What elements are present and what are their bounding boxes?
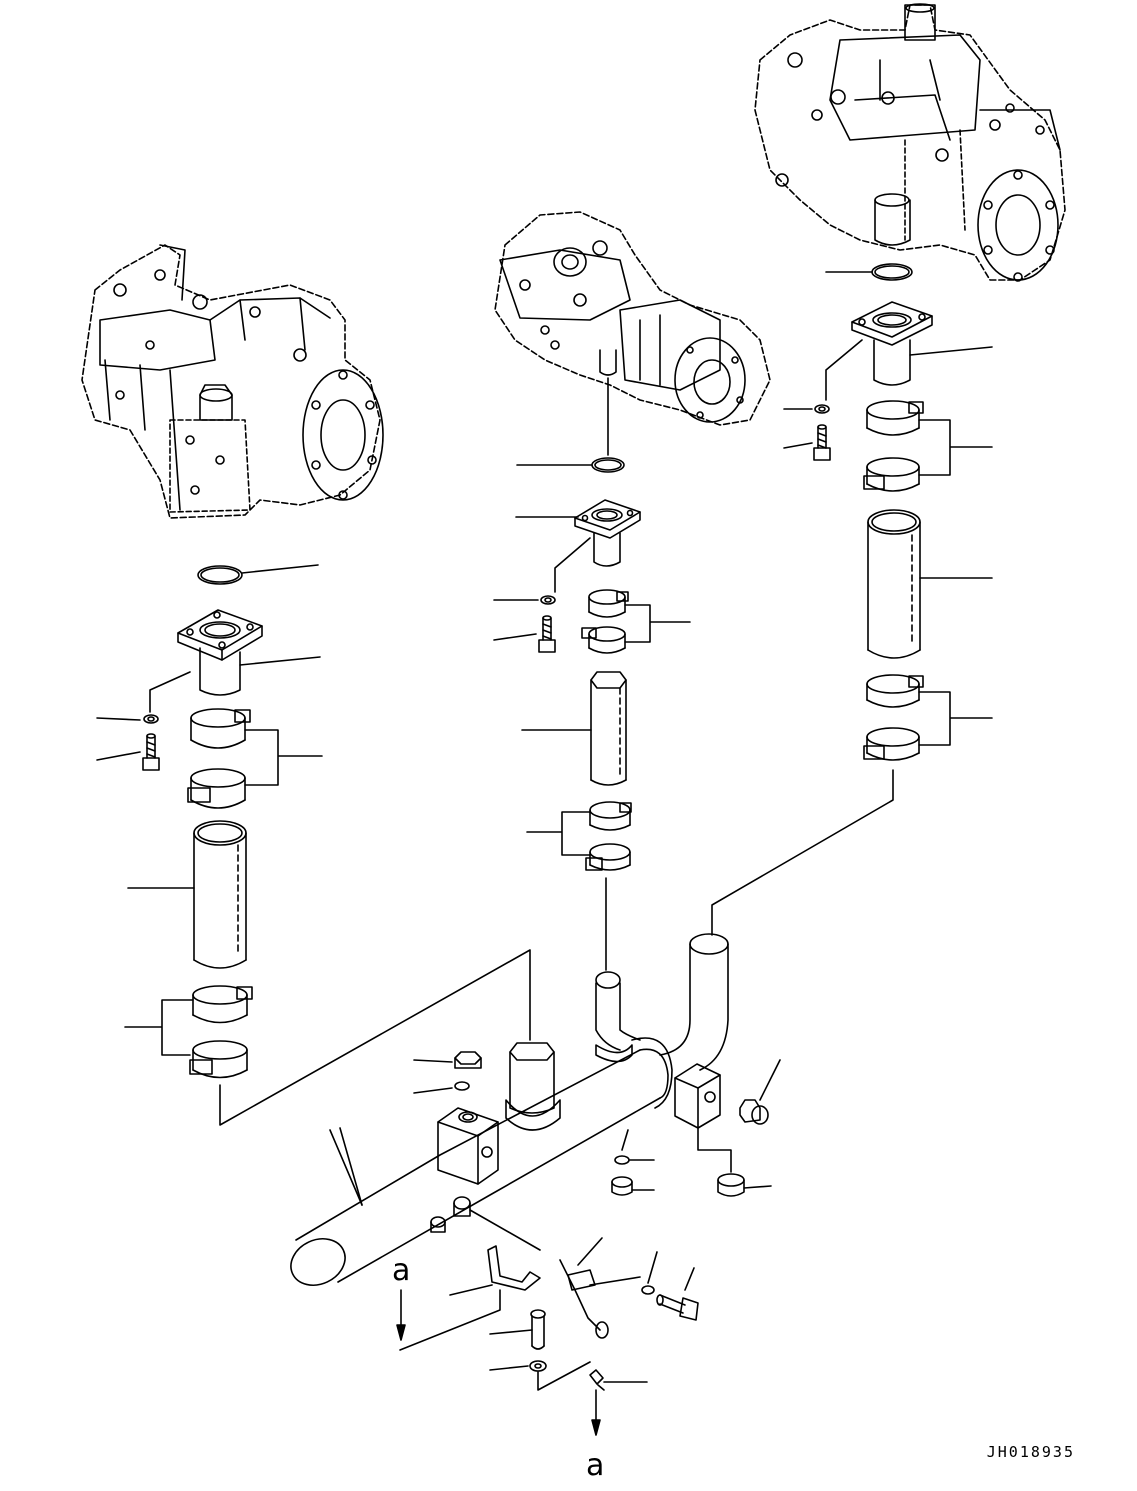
leader-line	[621, 1129, 655, 1161]
hose-left	[193, 820, 247, 969]
washer-right	[814, 404, 830, 414]
plug-right	[739, 1099, 769, 1125]
leader-line	[244, 729, 323, 786]
leader-line	[96, 717, 141, 721]
drain-plug-small	[611, 1176, 633, 1196]
leader-line	[149, 671, 191, 713]
leader-line	[783, 442, 813, 449]
boss-fittings	[430, 1196, 471, 1233]
leader-line	[489, 1329, 533, 1335]
leader-line	[909, 346, 993, 356]
leader-line	[124, 999, 194, 1056]
leader-line	[493, 633, 537, 641]
port-block-left	[437, 1107, 499, 1185]
port-block-right	[674, 1063, 721, 1129]
bolt-middle	[538, 615, 556, 653]
flange-elbow-middle	[574, 499, 641, 567]
clip-bottom	[589, 1369, 605, 1391]
hose-right	[867, 509, 921, 659]
leader-line	[413, 1087, 453, 1094]
washer-bottom	[529, 1360, 547, 1372]
leader-line	[329, 1129, 363, 1206]
drain-plug-o-ring	[614, 1155, 630, 1165]
leader-line	[239, 656, 321, 666]
suction-port-vertical	[505, 1042, 561, 1131]
hose-clamp-left-2	[187, 768, 246, 809]
view-arrow-left	[396, 1289, 406, 1341]
leader-line	[711, 769, 894, 936]
leader-line	[577, 1237, 603, 1266]
flange-elbow-left	[177, 609, 263, 696]
flange-elbow-right	[851, 301, 933, 386]
hose-clamp-left-4	[189, 1040, 248, 1079]
suction-port-angled-middle	[595, 971, 641, 1063]
leader-line	[918, 419, 993, 476]
leader-line	[96, 751, 141, 761]
plug-nut	[454, 1051, 482, 1069]
suction-port-curved-right	[659, 933, 729, 1071]
washer-left	[143, 714, 159, 724]
leader-line	[697, 1127, 772, 1189]
mounting-bracket	[487, 1245, 541, 1291]
hose-clamp-middle-1	[588, 589, 629, 618]
bolt-left	[142, 733, 160, 771]
hose-clamp-middle-2	[581, 626, 626, 654]
hose-clamp-right-1	[866, 400, 924, 436]
leader-line	[526, 811, 591, 856]
hose-clamp-right-2	[863, 457, 920, 492]
leader-line	[918, 691, 993, 746]
callout-a-left: a	[392, 1253, 410, 1288]
leader-line	[825, 339, 863, 401]
hose-clamp-left-3	[192, 985, 253, 1024]
bolt-bottom-right	[656, 1294, 699, 1321]
hose-clamp-middle-4	[585, 843, 631, 871]
hose-middle	[590, 671, 627, 786]
leader-line	[399, 1209, 541, 1351]
washer-middle	[540, 595, 556, 605]
view-arrow-bottom	[591, 1389, 601, 1436]
hose-clamp-right-3	[866, 674, 924, 708]
leader-line	[759, 1059, 781, 1101]
hose-clamp-left-1	[190, 708, 251, 749]
leader-line	[413, 1059, 453, 1063]
hose-clamp-right-4	[863, 727, 920, 761]
drawing-number: JH018935	[986, 1443, 1075, 1461]
drain-plug-large	[717, 1173, 745, 1197]
leader-line	[219, 949, 531, 1126]
leader-line	[684, 1267, 695, 1291]
leader-line	[554, 537, 591, 593]
callout-a-bottom: a	[586, 1448, 604, 1483]
suction-tube	[290, 1037, 673, 1286]
leader-line	[624, 604, 691, 643]
bolt-right	[813, 424, 831, 461]
o-ring-right	[871, 263, 913, 281]
hydraulic-pump-middle	[494, 211, 771, 426]
o-ring-left	[197, 565, 243, 585]
leader-line	[589, 1251, 658, 1286]
o-ring-middle	[591, 457, 625, 473]
leader-line	[489, 1361, 591, 1391]
wiring-harness	[559, 1259, 609, 1339]
hydraulic-pump-right	[754, 3, 1066, 282]
o-ring-small	[454, 1081, 470, 1091]
washer-bottom-right	[641, 1285, 655, 1295]
leader-line	[241, 564, 319, 574]
hose-clamp-middle-3	[589, 801, 632, 831]
bolt-bottom	[530, 1309, 546, 1350]
hydraulic-pump-left	[81, 244, 384, 519]
